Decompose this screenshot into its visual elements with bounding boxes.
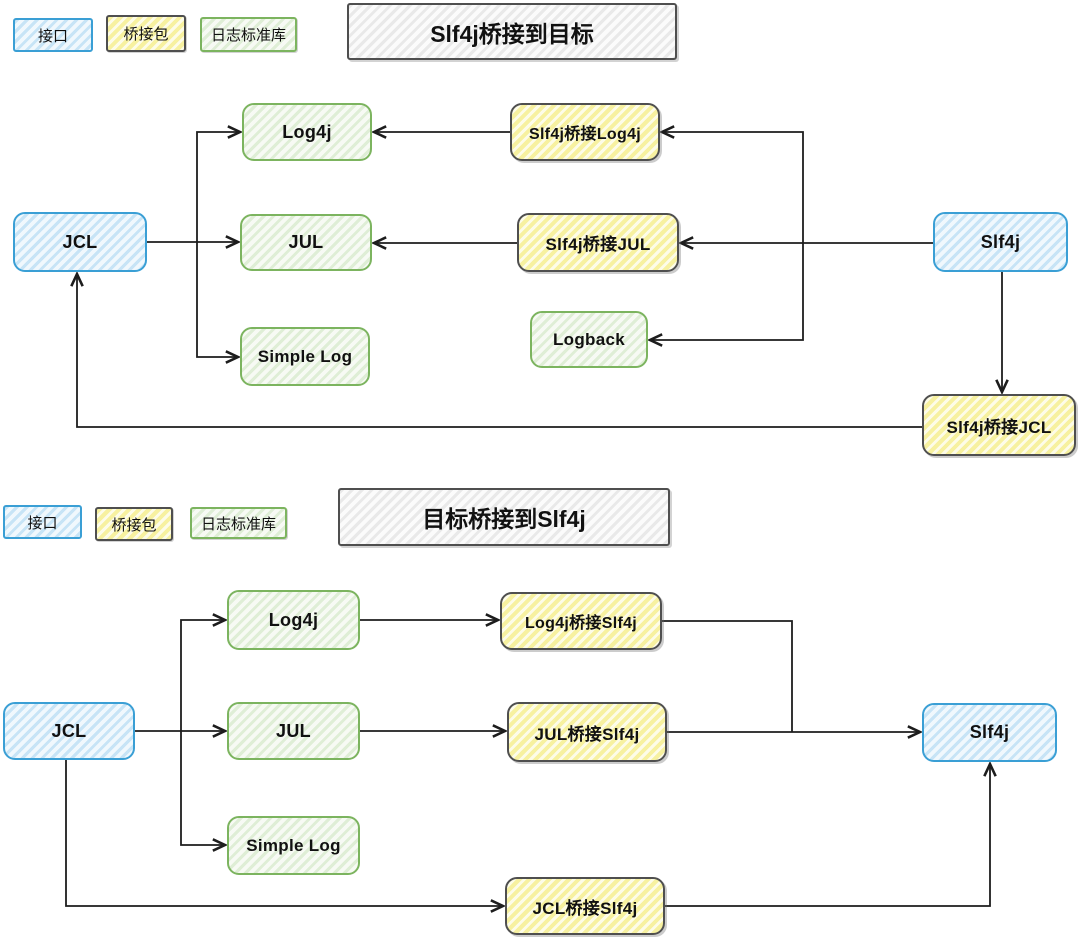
node-simple-log-bottom: Simple Log	[227, 816, 360, 875]
legend-library-bottom: 日志标准库	[190, 507, 287, 539]
node-slf4j-bridge-jcl: Slf4j桥接JCL	[922, 394, 1076, 456]
legend-interface-bottom: 接口	[3, 505, 82, 539]
title-top: Slf4j桥接到目标	[347, 3, 677, 60]
node-log4j-top: Log4j	[242, 103, 372, 161]
node-slf4j-bottom: Slf4j	[922, 703, 1057, 762]
node-log4j-bridge-slf4j: Log4j桥接Slf4j	[500, 592, 662, 650]
node-jul-bridge-slf4j: JUL桥接Slf4j	[507, 702, 667, 762]
node-slf4j-bridge-jul: Slf4j桥接JUL	[517, 213, 679, 272]
legend-interface-top: 接口	[13, 18, 93, 52]
node-jcl-bridge-slf4j: JCL桥接Slf4j	[505, 877, 665, 935]
node-logback-top: Logback	[530, 311, 648, 368]
legend-bridge-bottom: 桥接包	[95, 507, 173, 541]
node-simple-log-top: Simple Log	[240, 327, 370, 386]
node-log4j-bottom: Log4j	[227, 590, 360, 650]
node-slf4j-bridge-log4j: Slf4j桥接Log4j	[510, 103, 660, 161]
node-jul-bottom: JUL	[227, 702, 360, 760]
node-jcl-bottom: JCL	[3, 702, 135, 760]
legend-library-top: 日志标准库	[200, 17, 297, 52]
node-slf4j-top: Slf4j	[933, 212, 1068, 272]
node-jul-top: JUL	[240, 214, 372, 271]
title-bottom: 目标桥接到Slf4j	[338, 488, 670, 546]
legend-bridge-top: 桥接包	[106, 15, 186, 52]
node-jcl-top: JCL	[13, 212, 147, 272]
